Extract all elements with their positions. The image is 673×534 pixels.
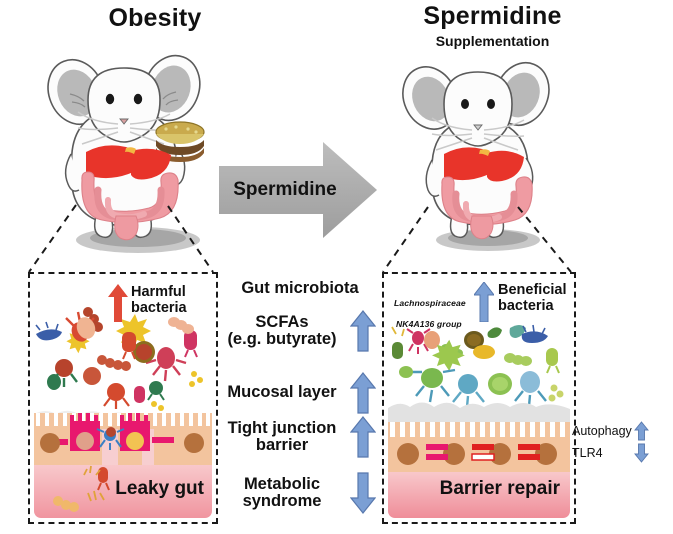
beneficial-bacteria-label: Beneficial bacteria xyxy=(498,282,567,315)
outcome-row-scfas: SCFAs (e.g. butyrate) xyxy=(220,310,376,352)
outcome-row-mucosal-layer: Mucosal layer xyxy=(220,372,376,414)
metabolic-syndrome-down-arrow-icon xyxy=(350,472,376,514)
right-lamina-propria xyxy=(388,472,570,518)
taxon-label-line2: NK4A136 group xyxy=(396,319,462,329)
harmful-bacteria-up-arrow-icon xyxy=(108,284,128,322)
harmful-bacteria-cluster xyxy=(35,307,203,411)
outcome-label: Gut microbiota xyxy=(241,279,359,297)
autophagy-up-arrow-icon xyxy=(634,421,649,441)
harmful-bacteria-label: Harmful bacteria xyxy=(131,284,187,317)
left-gut-callout-panel: Harmful bacteria xyxy=(28,272,218,524)
left-epithelium-layer xyxy=(34,413,212,465)
autophagy-label: Autophagy xyxy=(572,424,632,438)
spermidine-arrow-label: Spermidine xyxy=(233,179,337,200)
side-marker-tlr4: TLR4 xyxy=(572,442,672,464)
page-subtitle-right: Supplementation xyxy=(435,33,550,49)
tlr4-down-arrow-icon xyxy=(634,443,649,463)
outcome-label: Mucosal layer xyxy=(227,383,337,402)
barrier-repair-label: Barrier repair xyxy=(439,478,560,499)
left-gut-diagram: Harmful bacteria xyxy=(34,278,212,518)
side-marker-autophagy: Autophagy xyxy=(572,420,672,442)
outcome-row-metabolic-syndrome: Metabolic syndrome xyxy=(220,472,376,514)
page-title-left: Obesity xyxy=(108,4,202,32)
outcome-row-gut-microbiota: Gut microbiota xyxy=(216,279,384,297)
right-gut-callout-panel: Beneficial bacteria Lachnospiraceae NK4A… xyxy=(382,272,576,524)
spermidine-transition-arrow: Spermidine xyxy=(219,140,379,240)
outcome-label: Tight junction barrier xyxy=(227,418,337,454)
tlr4-label: TLR4 xyxy=(572,446,603,460)
outcome-row-tight-junction: Tight junction barrier xyxy=(220,416,376,458)
beneficial-bacteria-cluster xyxy=(391,324,564,408)
leaky-gut-label: Leaky gut xyxy=(115,478,204,499)
page-title-right: Spermidine xyxy=(423,2,562,30)
outcome-label: SCFAs (e.g. butyrate) xyxy=(227,312,337,348)
obese-mouse-illustration xyxy=(38,48,234,254)
left-lamina-propria xyxy=(34,465,212,518)
taxon-label-line1: Lachnospiraceae xyxy=(394,298,466,308)
mucosal-layer-up-arrow-icon xyxy=(350,372,376,414)
scfas-up-arrow-icon xyxy=(350,310,376,352)
right-mucosal-layer xyxy=(388,402,570,424)
tight-junction-up-arrow-icon xyxy=(350,416,376,458)
beneficial-bacteria-up-arrow-icon xyxy=(474,282,494,322)
right-epithelium-layer xyxy=(388,422,570,472)
outcome-label: Metabolic syndrome xyxy=(242,474,322,510)
lean-mouse-illustration xyxy=(392,50,582,254)
side-marker-column: Autophagy TLR4 xyxy=(572,420,672,464)
right-gut-diagram: Beneficial bacteria Lachnospiraceae NK4A… xyxy=(388,278,570,518)
center-outcomes-column: Gut microbiota SCFAs (e.g. butyrate) Muc… xyxy=(216,276,384,524)
